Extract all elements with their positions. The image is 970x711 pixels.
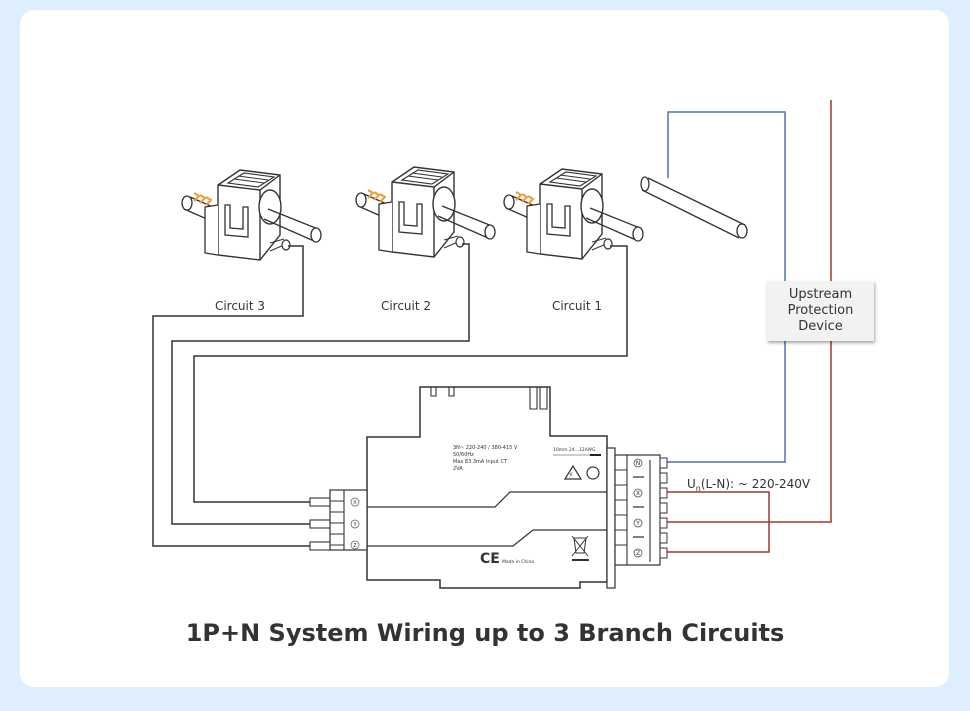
terminal-ct-x: X <box>353 500 357 506</box>
rating-frequency: 50/60Hz <box>453 452 474 458</box>
voltage-label: Un(L-N): ~ 220-240V <box>687 477 811 493</box>
terminal-x: X <box>636 490 640 497</box>
lightning-warning-icon: ⚡ <box>569 471 574 479</box>
rating-power: 2VA <box>453 466 463 472</box>
terminal-n: N <box>636 460 641 467</box>
terminal-y: Y <box>635 520 640 527</box>
wire-spec: 10mm 24...12AWG <box>553 447 596 453</box>
ct-sensor-circuit-2 <box>355 166 496 258</box>
meter-rating-label: 3N~ 220-240 / 380-415 V 50/60Hz Max 83.3… <box>453 445 596 567</box>
neutral-wire <box>660 111 786 463</box>
diagram-title: 1P+N System Wiring up to 3 Branch Circui… <box>185 619 785 647</box>
made-in-label: Made in China <box>502 559 534 565</box>
main-conductor <box>640 176 748 239</box>
line-wire <box>660 100 832 523</box>
ce-mark: CE <box>480 551 500 567</box>
left-terminal-labels: X Y Z <box>350 497 360 550</box>
terminal-ct-z: Z <box>353 543 357 549</box>
circuit-2-label: Circuit 2 <box>381 299 431 313</box>
rating-voltage: 3N~ 220-240 / 380-415 V <box>453 445 518 451</box>
terminal-z: Z <box>636 550 640 557</box>
circuit-1-label: Circuit 1 <box>552 299 602 313</box>
ct-wires <box>152 243 628 547</box>
upd-line-2: Protection <box>787 303 854 318</box>
upd-line-1: Upstream <box>788 287 853 302</box>
energy-meter <box>309 386 668 589</box>
line-jumper <box>660 491 770 553</box>
circuit-labels: Circuit 3 Circuit 2 Circuit 1 <box>215 299 602 313</box>
circuit-3-label: Circuit 3 <box>215 299 265 313</box>
upstream-protection-device: Upstream Protection Device <box>767 281 874 341</box>
rating-ct-input: Max 83.3mA Input CT <box>453 459 508 465</box>
right-terminal-labels: N X Y Z <box>633 458 643 558</box>
terminal-ct-y: Y <box>352 522 357 528</box>
upd-line-3: Device <box>798 319 843 334</box>
